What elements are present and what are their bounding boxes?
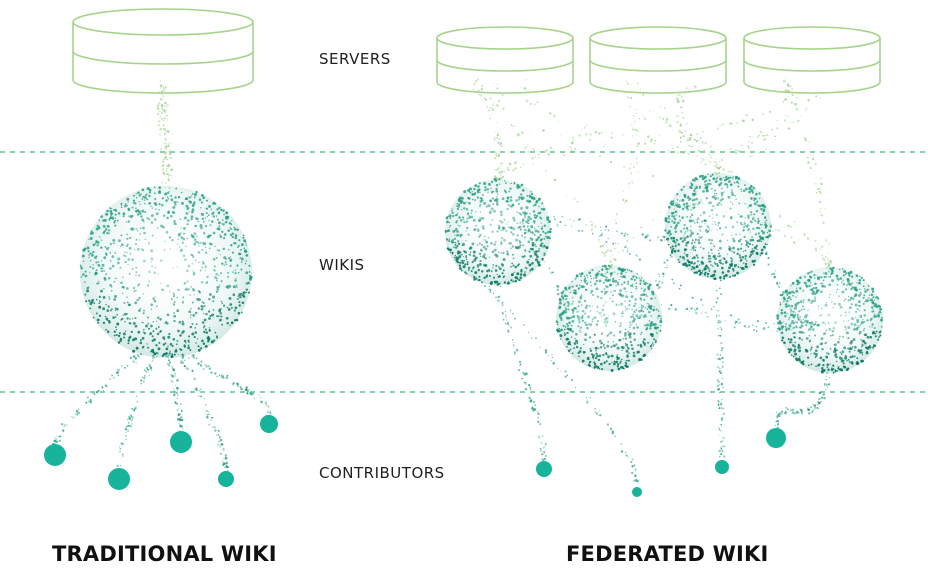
federated-wiki-title: FEDERATED WIKI [566,542,769,566]
wikis-group [79,173,883,374]
contributor-dot [715,460,729,474]
wiki-sphere [444,177,552,286]
traditional-wiki-title: TRADITIONAL WIKI [52,542,277,566]
connection-stream [605,80,640,269]
contributors-group [44,415,786,497]
wiki-sphere [79,186,253,359]
connection-stream [495,85,697,181]
connection-stream [156,80,173,189]
server-icon [436,26,574,94]
contributor-dot [44,444,66,466]
contributor-dot [170,431,192,453]
server-icon [589,26,727,94]
contributor-dot [260,415,278,433]
servers-group [72,8,881,94]
server-icon [72,8,254,94]
connection-stream [178,353,230,472]
wiki-sphere [555,264,663,372]
servers-label: SERVERS [319,50,391,68]
contributor-dot [218,471,234,487]
connection-stream [497,285,547,462]
wiki-sphere [664,173,773,281]
connection-stream [52,354,141,447]
wiki-sphere [776,266,883,374]
connection-stream [675,87,722,169]
contributor-dot [632,487,642,497]
connection-stream [188,354,272,418]
connection-stream [772,372,831,434]
connection-stream [493,82,614,269]
contributor-dot [108,468,130,490]
contributor-dot [536,461,552,477]
contributor-dot [766,428,786,448]
connection-stream [493,88,794,179]
connection-stream [116,351,159,473]
server-icon [743,26,881,94]
connection-stream [782,77,833,270]
wikis-label: WIKIS [319,256,365,274]
connection-stream [714,83,794,174]
contributors-label: CONTRIBUTORS [319,464,445,482]
connection-stream [520,79,720,176]
connection-stream [474,78,504,181]
connection-stream [715,279,726,458]
